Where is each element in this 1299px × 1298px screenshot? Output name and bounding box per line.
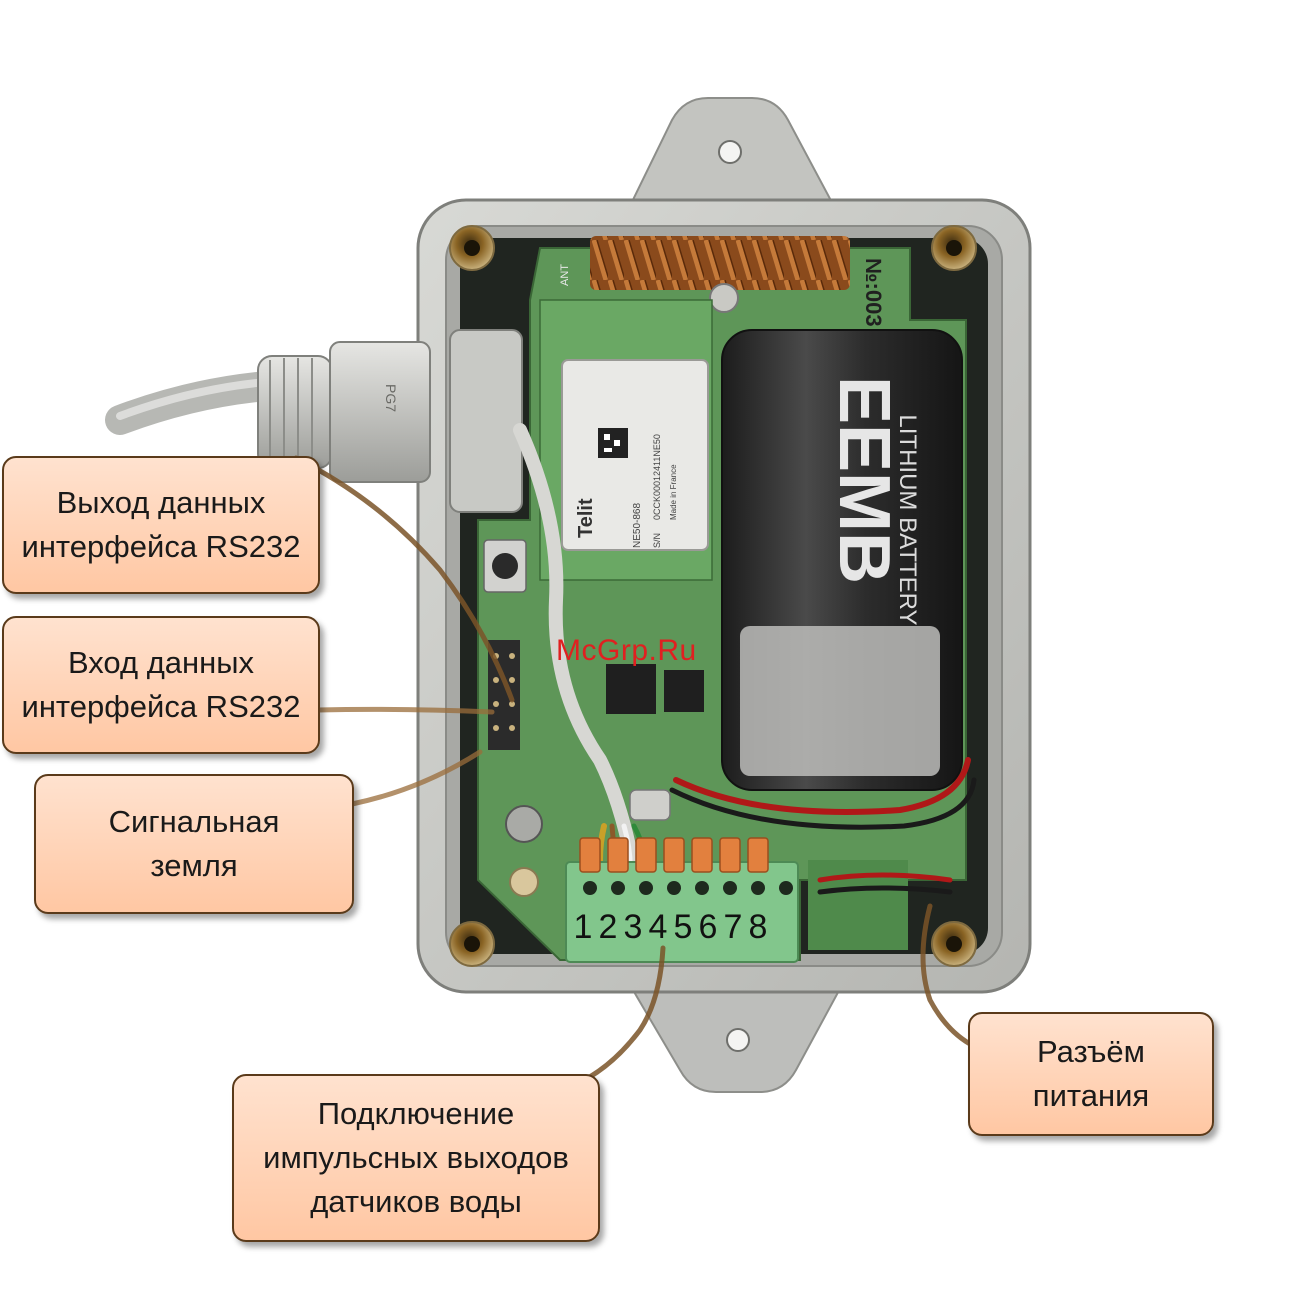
- antenna-coil: [590, 236, 850, 290]
- callout-power-connector-line-1: Разъём: [1037, 1030, 1145, 1074]
- callout-rs232-input: Вход данных интерфейса RS232: [2, 616, 320, 754]
- callout-power-connector-line-2: питания: [1033, 1074, 1149, 1118]
- terminal-number-4: 4: [649, 908, 668, 946]
- callout-pulse-outputs-line-2: импульсных выходов: [263, 1136, 569, 1180]
- callout-pulse-outputs: Подключение импульсных выходов датчиков …: [232, 1074, 600, 1242]
- bottom-mounting-ear: [630, 985, 842, 1092]
- antenna-label-text: ANT: [559, 264, 571, 286]
- gland-label-text: PG7: [383, 384, 399, 412]
- board-number-text: №:003: [861, 258, 886, 327]
- callout-power-connector: Разъём питания: [968, 1012, 1214, 1136]
- module-model-text: NE50-868: [632, 503, 643, 548]
- terminal-number-8: 8: [749, 908, 768, 946]
- terminal-number-3: 3: [624, 908, 643, 946]
- callout-signal-ground-line-1: Сигнальная: [109, 800, 280, 844]
- callout-rs232-output-line-2: интерфейса RS232: [22, 525, 301, 569]
- cable: [120, 381, 280, 420]
- callout-rs232-input-line-2: интерфейса RS232: [22, 685, 301, 729]
- battery: EEMB LITHIUM BATTERY: [722, 330, 962, 790]
- terminal-number-1: 1: [574, 908, 593, 946]
- terminal-number-7: 7: [724, 908, 743, 946]
- callout-rs232-output: Выход данных интерфейса RS232: [2, 456, 320, 594]
- callout-pulse-outputs-line-1: Подключение: [318, 1092, 515, 1136]
- module-serial-label: S/N: [652, 533, 662, 548]
- callout-rs232-output-line-1: Выход данных: [57, 481, 266, 525]
- module-serial-text: 0CCK00012411NE50: [652, 434, 662, 520]
- top-mounting-ear: [628, 98, 836, 210]
- battery-brand-text: EEMB: [824, 376, 904, 584]
- callout-rs232-input-line-1: Вход данных: [68, 641, 254, 685]
- module-brand-text: Telit: [575, 498, 597, 538]
- terminal-number-6: 6: [699, 908, 718, 946]
- chip: [606, 664, 656, 714]
- watermark: McGrp.Ru: [556, 634, 697, 668]
- callout-signal-ground-line-2: земля: [150, 844, 237, 888]
- terminal-number-5: 5: [674, 908, 693, 946]
- terminal-number-2: 2: [599, 908, 618, 946]
- module-origin-text: Made in France: [669, 464, 678, 520]
- board-screw: [710, 284, 738, 312]
- callout-pulse-outputs-line-3: датчиков воды: [310, 1180, 522, 1224]
- callout-signal-ground: Сигнальная земля: [34, 774, 354, 914]
- datamatrix-code: [598, 428, 628, 458]
- battery-type-text: LITHIUM BATTERY: [894, 414, 921, 625]
